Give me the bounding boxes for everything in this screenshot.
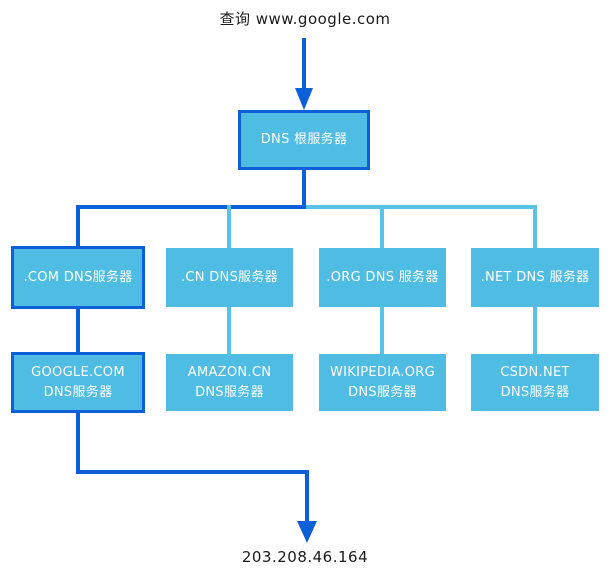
node-authoritative-google-com[interactable]: GOOGLE.COM DNS服务器 [11, 352, 145, 413]
node-tld-cn[interactable]: .CN DNS服务器 [166, 248, 293, 307]
node-authoritative-wikipedia-org[interactable]: WIKIPEDIA.ORG DNS服务器 [319, 354, 446, 411]
resolved-ip-label: 203.208.46.164 [241, 548, 369, 566]
node-dns-root[interactable]: DNS 根服务器 [238, 110, 370, 170]
wire-query-to-root [295, 38, 313, 110]
node-authoritative-csdn-net[interactable]: CSDN.NET DNS服务器 [471, 354, 599, 411]
node-tld-org[interactable]: .ORG DNS 服务器 [319, 248, 446, 307]
query-label: 查询 www.google.com [219, 10, 391, 28]
node-tld-com[interactable]: .COM DNS服务器 [11, 246, 145, 309]
node-authoritative-amazon-cn[interactable]: AMAZON.CN DNS服务器 [166, 354, 293, 411]
node-tld-net[interactable]: .NET DNS 服务器 [471, 248, 599, 307]
wire-answer-path [76, 411, 317, 543]
